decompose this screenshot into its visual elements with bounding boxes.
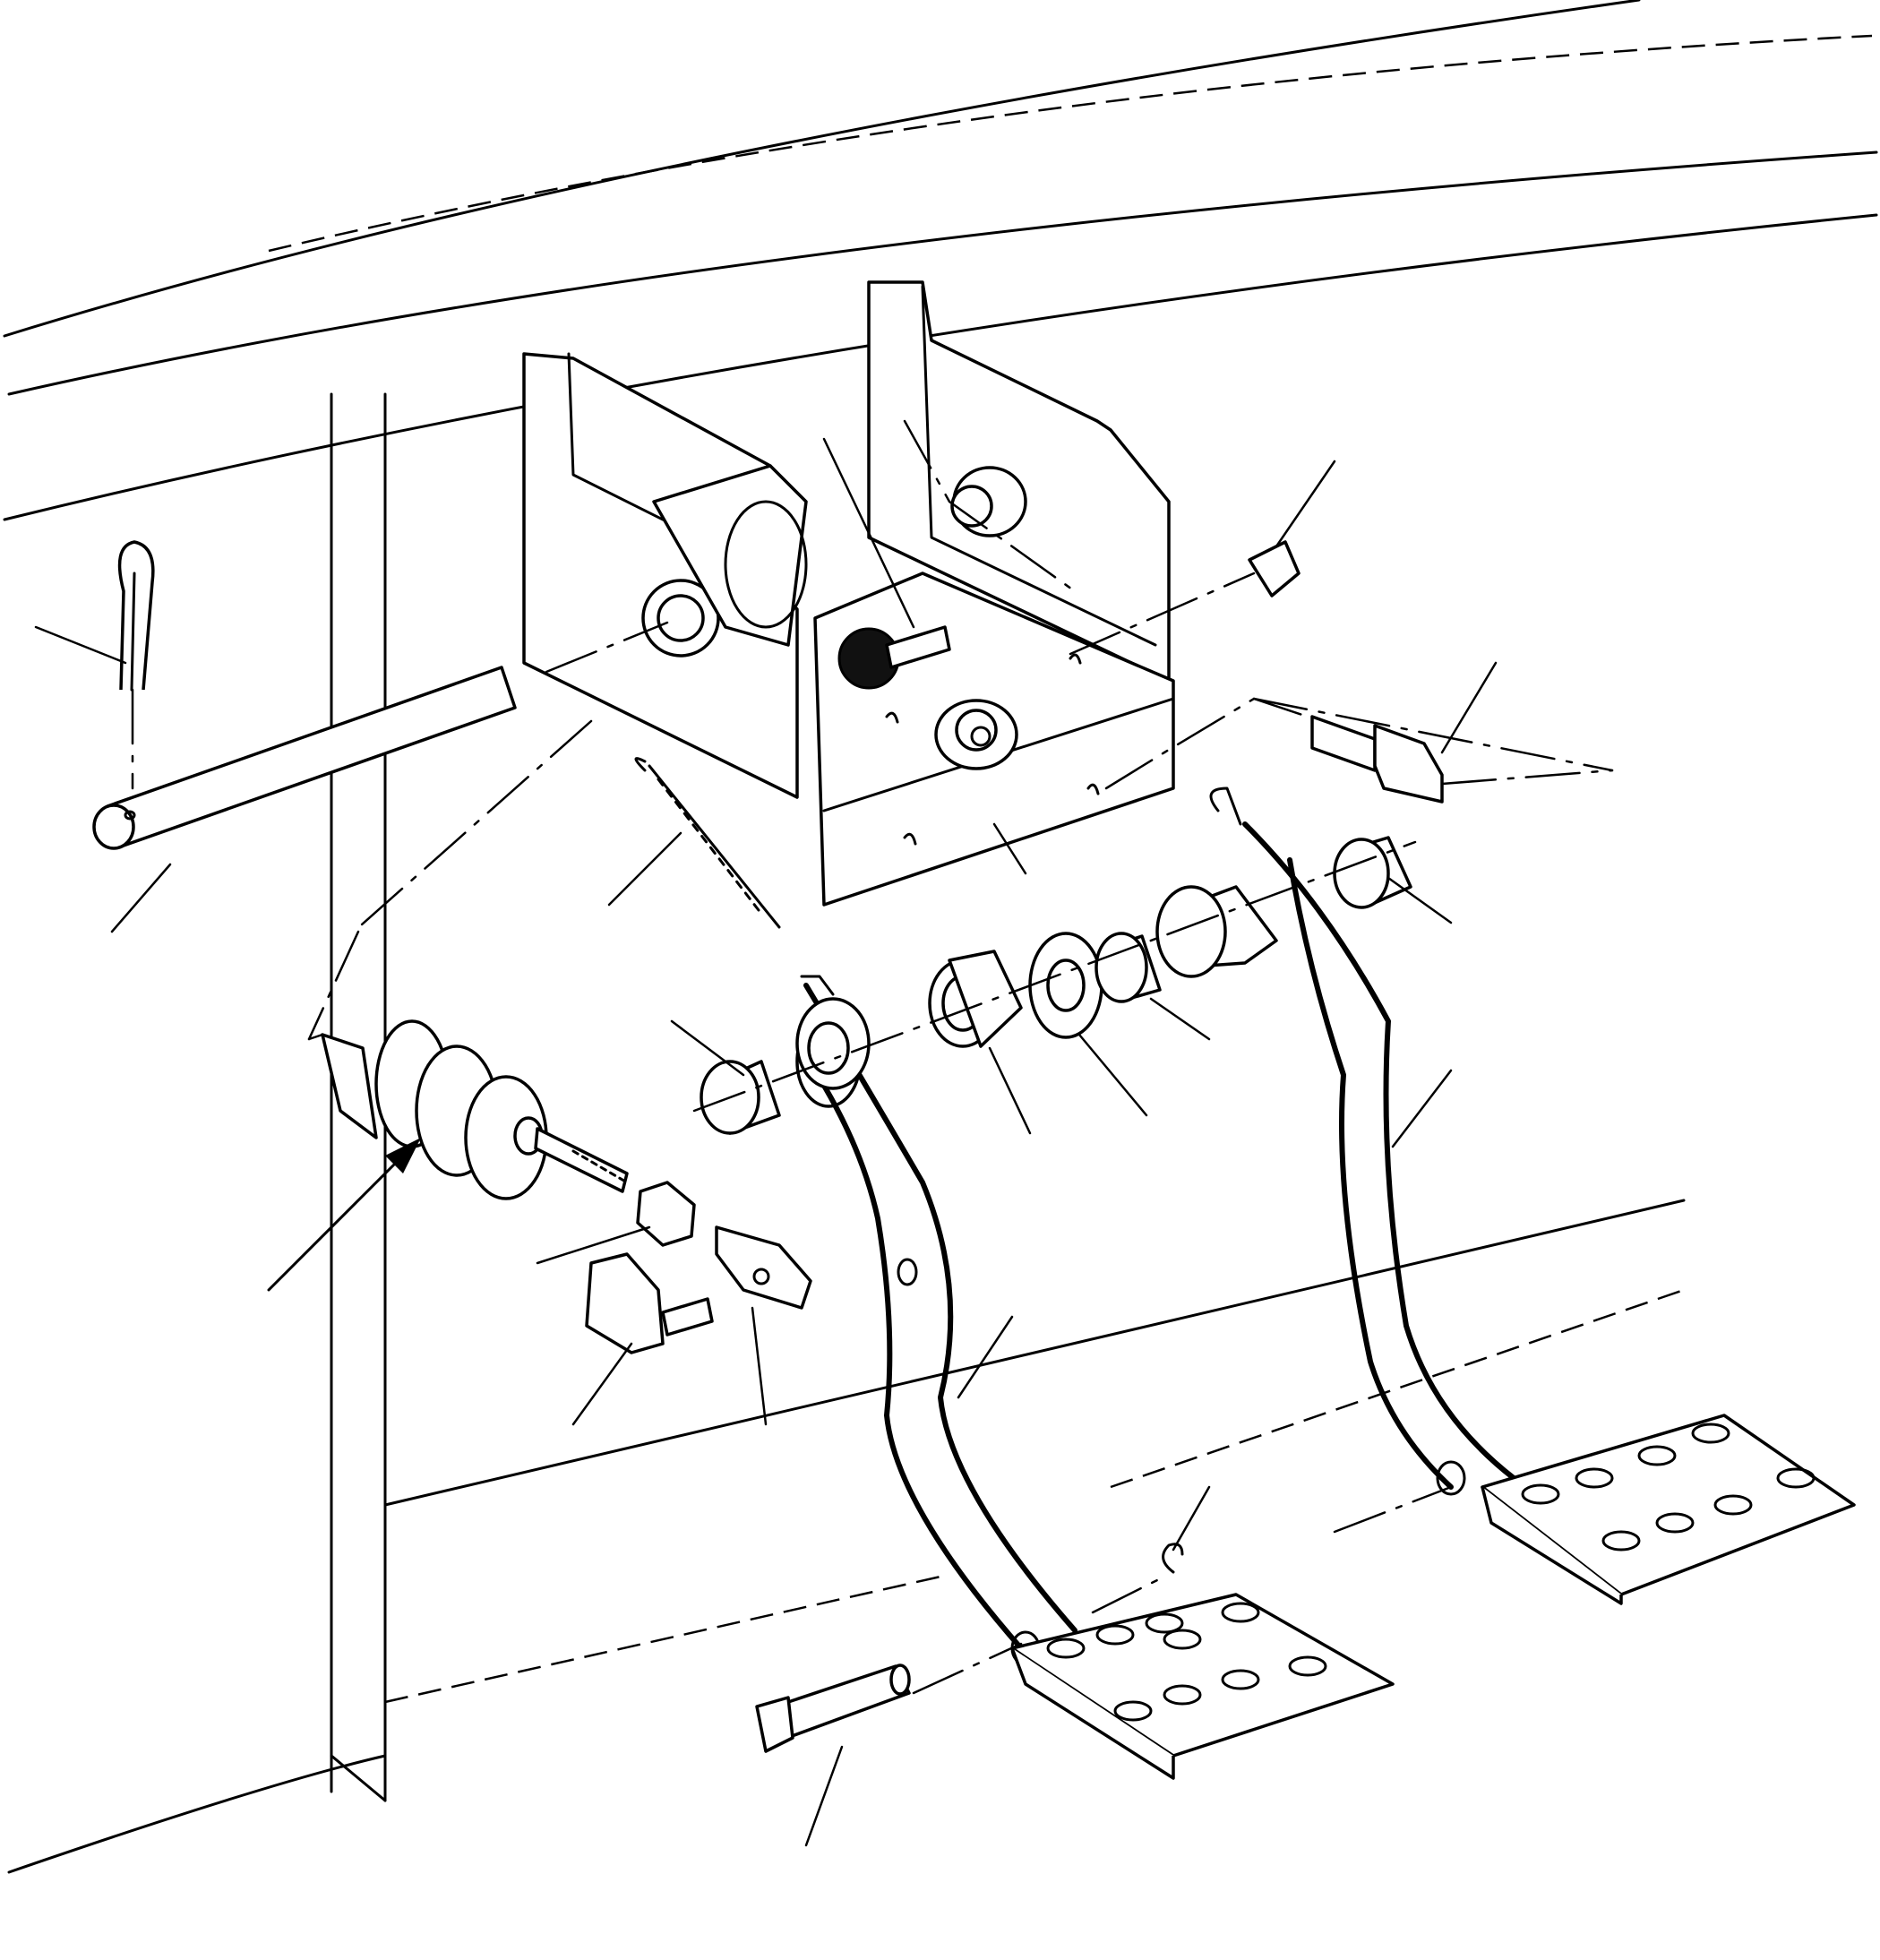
direction-arrow (267, 1138, 421, 1292)
clevis-pin (755, 1663, 911, 1753)
master-cylinder-boot (321, 1019, 812, 1310)
cotter-pin (117, 540, 155, 692)
left-pedal (795, 975, 1395, 1780)
pivot-shaft (92, 666, 517, 850)
cab-outline (3, 0, 1878, 1874)
pedal-support-bracket (522, 280, 1175, 907)
leader-lines (34, 437, 1498, 1847)
bushings-and-washers (700, 540, 1412, 1135)
retaining-clip (585, 1252, 714, 1354)
left-pedal-tread (1046, 1602, 1327, 1722)
circlip (1162, 1543, 1184, 1574)
stop-light-switch (1310, 715, 1444, 804)
assembly-center-lines (131, 419, 1614, 1695)
right-pedal-tread (1521, 1423, 1816, 1552)
return-spring (634, 757, 781, 929)
right-pedal (1209, 787, 1856, 1605)
